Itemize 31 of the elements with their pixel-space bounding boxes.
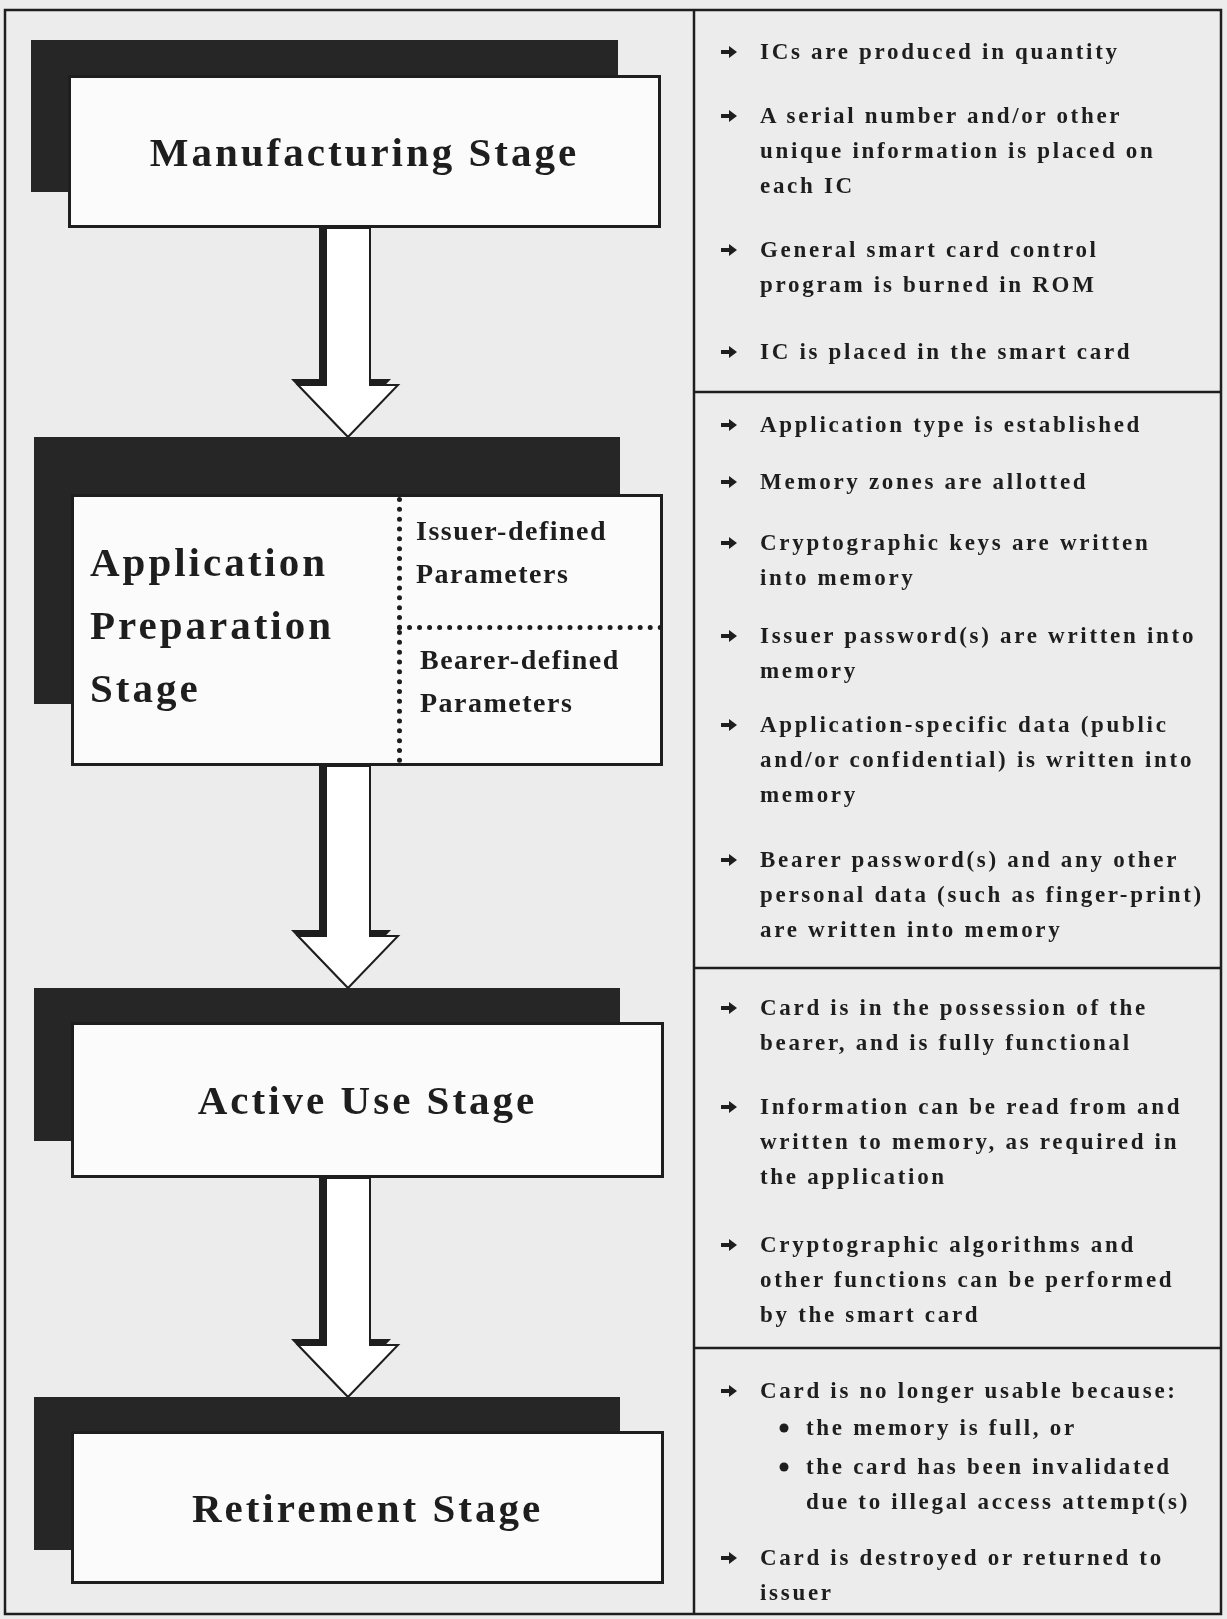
block-arrow	[291, 1177, 401, 1399]
bullet-text: Cryptographic algorithms and other functions can be performed by the smart card	[760, 1231, 1176, 1329]
stage-title: Application Preparation Stage	[90, 538, 336, 713]
parameter-label: Issuer-defined Parameters	[416, 514, 609, 591]
bullet-text: Card is no longer usable because:	[760, 1377, 1179, 1405]
block-arrow	[291, 227, 401, 439]
bullet-text: ICs are produced in quantity	[760, 38, 1121, 66]
stage-title: Retirement Stage	[191, 1483, 544, 1532]
bullet-text: Cryptographic keys are written into memory	[760, 529, 1152, 592]
bullet-text: Card is in the possession of the bearer, and is fully functional	[760, 994, 1149, 1057]
bullet-text: General smart card control program is burned in ROM	[760, 236, 1100, 299]
bullet-text: Issuer password(s) are written into memory	[760, 622, 1198, 685]
parameter-label: Bearer-defined Parameters	[420, 643, 621, 720]
stage-title: Manufacturing Stage	[149, 127, 580, 176]
bullet-text: A serial number and/or other unique information is placed on each IC	[760, 102, 1157, 200]
bullet-text: Application-specific data (public and/or confidential) is written into memory	[760, 711, 1196, 809]
bullet-text: Application type is established	[760, 411, 1144, 439]
stage-box	[34, 1397, 664, 1584]
parameter-section	[397, 497, 663, 630]
bullet-text: Memory zones are allotted	[760, 468, 1090, 496]
stage-box	[34, 988, 664, 1178]
stage-box	[34, 437, 663, 766]
stage-title: Active Use Stage	[197, 1076, 538, 1124]
bullet-text: Bearer password(s) and any other personal data (such as finger-print) are written into memory	[760, 846, 1205, 944]
block-arrow	[291, 765, 401, 990]
stage-box	[31, 40, 661, 228]
bullet-text: the memory is full, or	[806, 1414, 1078, 1442]
bullet-text: Information can be read from and written to memory, as required in the application	[760, 1093, 1184, 1191]
bullet-text: IC is placed in the smart card	[760, 338, 1134, 366]
bullet-text: the card has been invalidated due to illegal access attempt(s)	[806, 1453, 1192, 1516]
bullet-text: Card is destroyed or returned to issuer	[760, 1544, 1165, 1607]
